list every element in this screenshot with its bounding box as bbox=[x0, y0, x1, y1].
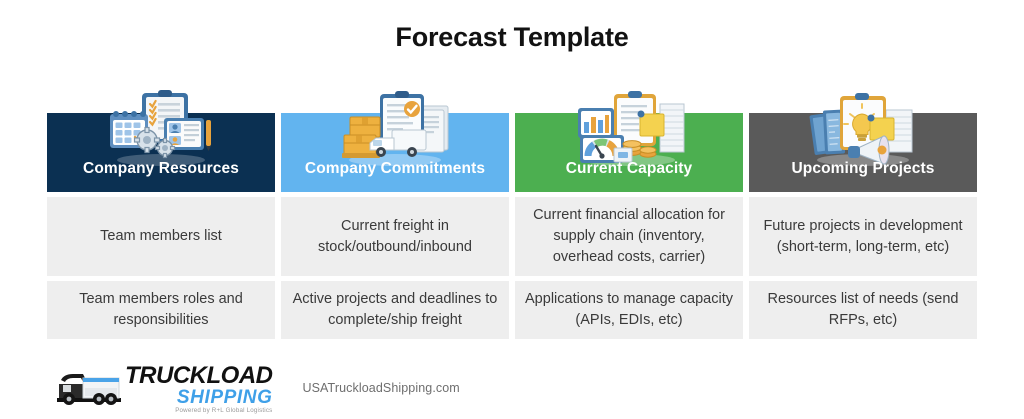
column-header-label: Company Resources bbox=[83, 160, 239, 177]
column-header-label: Current Capacity bbox=[565, 160, 693, 177]
logo-primary-text: TRUCKLOAD bbox=[125, 361, 273, 389]
column-header-company-commitments: Company Commitments bbox=[281, 91, 509, 192]
column-header-label: Company Commitments bbox=[304, 160, 486, 177]
page-title: Forecast Template bbox=[395, 22, 629, 52]
logo-secondary-text: SHIPPING bbox=[176, 386, 273, 408]
site-url: USATruckloadShipping.com bbox=[302, 381, 460, 395]
table-cell: Current freight in stock/outbound/inboun… bbox=[281, 197, 509, 277]
table-cell: Resources list of needs (send RFPs, etc) bbox=[749, 281, 977, 340]
column-header-current-capacity: Current Capacity bbox=[515, 91, 743, 192]
logo-tagline: Powered by R+L Global Logistics bbox=[175, 406, 273, 414]
table-cell: Current financial allocation for supply … bbox=[515, 197, 743, 277]
forecast-table: Company Resources bbox=[47, 90, 977, 340]
footer: TRUCKLOAD SHIPPING Powered by R+L Global… bbox=[55, 361, 460, 414]
boxes-truck-clipboard-icon bbox=[336, 90, 454, 168]
table-cell: Team members roles and responsibilities bbox=[47, 281, 275, 340]
truckload-shipping-logo: TRUCKLOAD SHIPPING Powered by R+L Global… bbox=[55, 361, 273, 414]
column-header-upcoming-projects: Upcoming Projects bbox=[749, 93, 977, 192]
semi-truck-icon bbox=[55, 368, 123, 408]
clipboard-calendar-gears-icon bbox=[102, 90, 220, 168]
column-header-label: Upcoming Projects bbox=[791, 160, 935, 177]
table-cell: Team members list bbox=[47, 197, 275, 277]
column-header-company-resources: Company Resources bbox=[47, 90, 275, 192]
table-cell: Active projects and deadlines to complet… bbox=[281, 281, 509, 340]
table-cell: Future projects in development (short-te… bbox=[749, 197, 977, 277]
table-cell: Applications to manage capacity (APIs, E… bbox=[515, 281, 743, 340]
lightbulb-megaphone-blueprint-icon bbox=[804, 90, 922, 168]
chart-gauge-coins-icon bbox=[570, 90, 688, 168]
